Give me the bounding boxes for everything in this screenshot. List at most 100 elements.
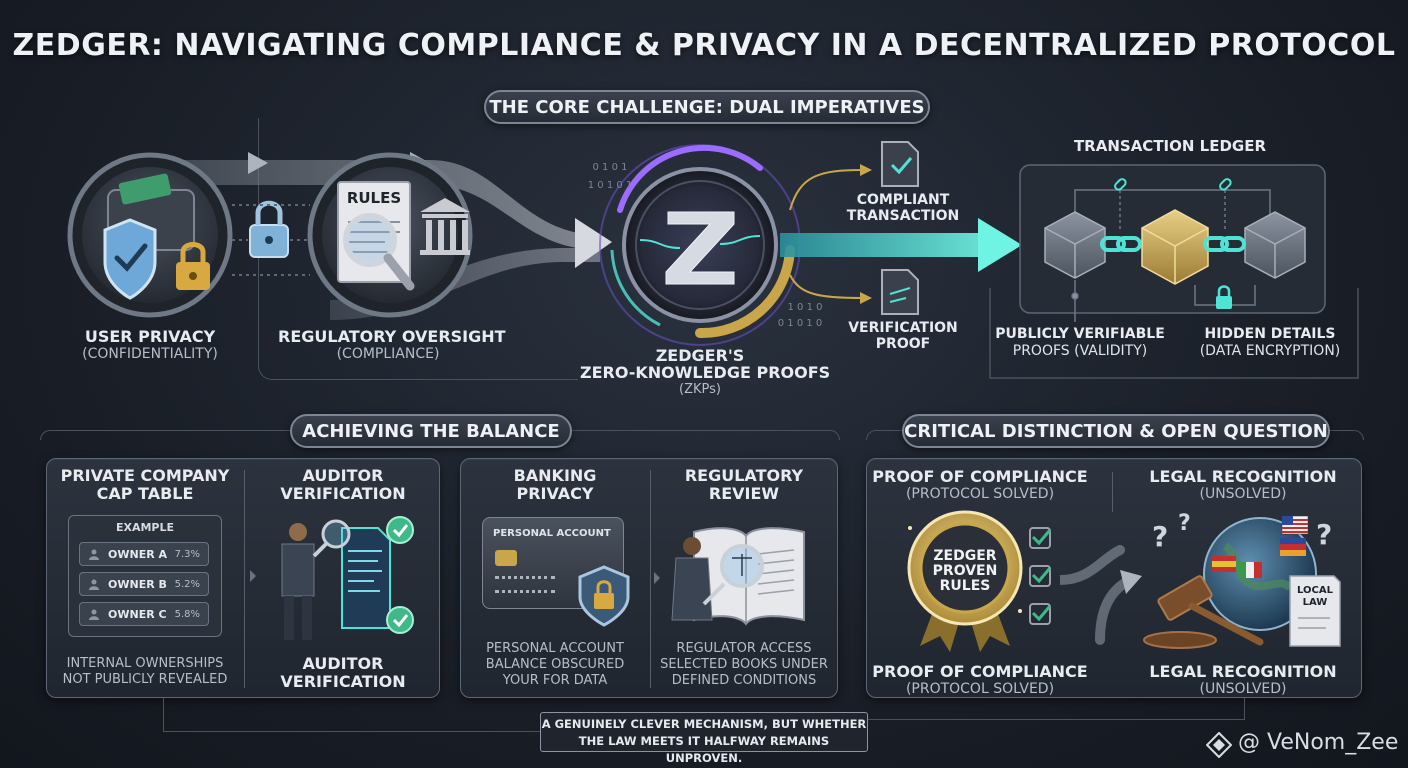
binary-3: 1 0 1 0	[787, 302, 823, 313]
banking-caption-3: YOUR FOR DATA	[502, 673, 608, 688]
banking-title-2: PRIVACY	[516, 484, 594, 503]
card-label: PERSONAL ACCOUNT	[493, 528, 611, 539]
sparkle-icon	[908, 526, 912, 530]
question-mark-icons: ? ? ?	[1152, 511, 1332, 553]
regulatory-oversight-label: REGULATORY OVERSIGHT	[278, 327, 506, 346]
cap-table-card: EXAMPLE OWNER A 7.3% OWNER B 5.2% OWNER …	[68, 515, 222, 637]
compliant-tx-line2: TRANSACTION	[846, 208, 960, 224]
zedger-z-emblem	[599, 144, 801, 346]
public-proofs-line1: PUBLICLY VERIFIABLE	[995, 326, 1165, 342]
review-title-1: REGULATORY	[684, 466, 804, 485]
legal-top-sub: (UNSOLVED)	[1199, 486, 1287, 502]
auditor-title-2: VERIFICATION	[280, 484, 406, 503]
public-proofs-line2: PROOFS (VALIDITY)	[1012, 343, 1148, 359]
watermark: @ VeNom_Zee	[1238, 730, 1399, 755]
rules-doc-label: RULES	[346, 189, 402, 207]
review-title-2: REVIEW	[708, 484, 780, 503]
dotted-connectors	[232, 204, 310, 276]
footer-connector	[163, 698, 164, 732]
legal-bottom-sub: (UNSOLVED)	[1199, 681, 1287, 697]
footer-line-2: THE LAW MEETS IT HALFWAY REMAINS UNPROVE…	[578, 734, 830, 765]
person-icon	[89, 579, 99, 590]
center-lock-icon	[249, 200, 289, 258]
flag-icons	[1212, 515, 1309, 578]
diamond-logo-icon	[1206, 732, 1232, 758]
chevron-icon	[250, 570, 256, 582]
seal-line-2: PROVEN	[932, 563, 998, 579]
cap-row-owner-c: OWNER C 5.8%	[79, 602, 209, 626]
critical-frame-tail	[1244, 698, 1245, 720]
ledger-cube-gold	[1141, 209, 1209, 285]
legal-recognition-illustration: ? ? ?	[1143, 511, 1341, 649]
regulatory-review-illustration	[654, 527, 805, 626]
auditor-leg	[284, 596, 294, 640]
compliant-tx-line1: COMPLIANT	[856, 192, 950, 208]
banking-caption-1: PERSONAL ACCOUNT	[486, 641, 624, 656]
cap-table-title-1: PRIVATE COMPANY	[60, 466, 230, 485]
magnifier-handle	[312, 542, 328, 558]
zkp-sub: (ZKPs)	[679, 382, 721, 397]
owner-name: OWNER B	[108, 577, 167, 591]
zkp-label-line2: ZERO-KNOWLEDGE PROOFS	[580, 363, 831, 382]
poc-top: PROOF OF COMPLIANCE	[872, 467, 1088, 486]
small-link-icons	[1114, 178, 1232, 191]
critical-divider	[1112, 472, 1113, 512]
svg-text:?: ?	[1178, 511, 1191, 536]
bank-shield-icon	[578, 565, 630, 627]
cap-caption-2: NOT PUBLICLY REVEALED	[62, 672, 228, 687]
verification-proof-line2: PROOF	[875, 336, 931, 352]
magnifier-handle	[702, 582, 726, 606]
owner-name: OWNER C	[108, 607, 167, 621]
chain-link-icons	[1100, 236, 1246, 252]
check-mark	[392, 614, 409, 628]
grey-curved-arrows	[1060, 545, 1142, 645]
person-icon	[89, 549, 99, 560]
user-privacy-sub: (CONFIDENTIALITY)	[82, 346, 218, 362]
bank-card: PERSONAL ACCOUNT	[482, 517, 624, 609]
binary-1: 0 1 0 1	[592, 162, 628, 173]
magnifier-icon	[321, 519, 351, 549]
review-caption-3: DEFINED CONDITIONS	[671, 673, 817, 688]
branch-to-compliant-head	[860, 164, 872, 176]
auditor-illustration	[250, 516, 414, 640]
hidden-details-line1: HIDDEN DETAILS	[1204, 326, 1336, 342]
regulator-body	[671, 557, 713, 621]
regulator-head	[683, 537, 701, 555]
auditor-bottom-2: VERIFICATION	[280, 672, 406, 691]
banking-divider	[650, 470, 651, 688]
cap-table-title-2: CAP TABLE	[96, 484, 194, 503]
svg-text:?: ?	[1316, 518, 1332, 551]
poc-bottom-sub: (PROTOCOL SOLVED)	[905, 681, 1055, 697]
legal-bottom: LEGAL RECOGNITION	[1149, 662, 1337, 681]
audit-document	[341, 527, 391, 629]
user-privacy-emblem	[67, 152, 233, 318]
regulatory-oversight-sub: (COMPLIANCE)	[336, 346, 440, 362]
auditor-head	[289, 523, 307, 541]
binary-4: 0 1 0 1 0	[777, 318, 823, 329]
teal-arrow	[780, 218, 1022, 272]
user-privacy-label: USER PRIVACY	[84, 327, 216, 346]
legal-top: LEGAL RECOGNITION	[1149, 467, 1337, 486]
checklist-icons	[1029, 527, 1052, 625]
critical-heading-text: CRITICAL DISTINCTION & OPEN QUESTION	[904, 420, 1328, 442]
footer-connector	[163, 731, 540, 732]
auditor-body	[281, 543, 315, 597]
sparkle-icon	[1018, 609, 1022, 613]
seal-line-3: RULES	[939, 578, 991, 594]
card-dots	[495, 576, 555, 579]
person-icon	[89, 609, 99, 620]
proven-rules-seal	[907, 510, 1052, 652]
check-circle-icon	[386, 606, 414, 634]
verification-proof-line1: VERIFICATION	[848, 320, 958, 336]
local-law-1: LOCAL	[1297, 585, 1333, 596]
owner-name: OWNER A	[108, 547, 168, 561]
gavel-handle	[1188, 602, 1264, 646]
branch-to-proof	[789, 274, 863, 299]
owner-pct: 5.2%	[174, 578, 200, 590]
banking-caption-2: BALANCE OBSCURED	[485, 657, 625, 672]
branch-to-proof-head	[860, 292, 872, 304]
hidden-lock-icon	[1216, 285, 1232, 309]
regulatory-oversight-emblem	[307, 152, 473, 318]
seal-line-1: ZEDGER	[933, 548, 997, 564]
gavel-block	[1143, 631, 1217, 649]
